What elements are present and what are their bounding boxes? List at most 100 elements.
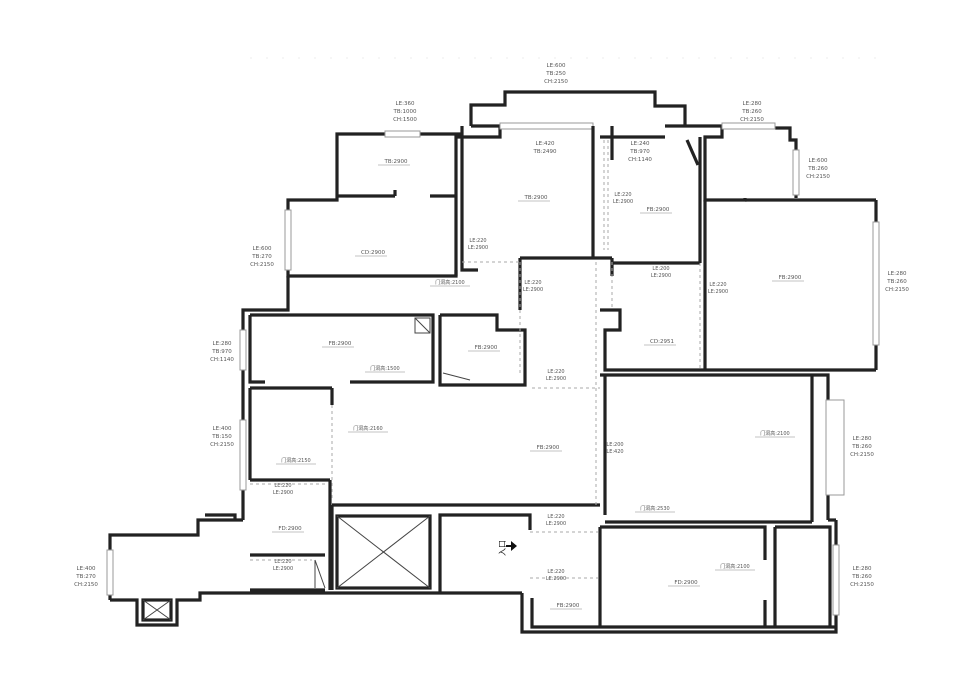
window-spec-text: TB:260 — [851, 574, 872, 580]
door-spec-text: LE:220 — [547, 514, 564, 520]
door-height-text: 门洞高:2150 — [281, 457, 310, 464]
room-height-text: FD:2900 — [278, 526, 302, 532]
entrance-arrow-icon — [511, 541, 517, 551]
window-spec-text: CH:1500 — [393, 117, 417, 123]
door-spec-text: LE:220 — [469, 238, 486, 244]
room-height-text: CD:2900 — [361, 250, 385, 256]
window-spec-text: LE:420 — [536, 141, 555, 147]
window-spec-text: LE:600 — [547, 63, 566, 69]
room-label: FB:2900 — [322, 341, 354, 348]
door-spec-text: LE:2900 — [468, 245, 488, 251]
window-spec-text: CH:2150 — [740, 117, 764, 123]
door-spec-text: LE:220 — [274, 483, 291, 489]
window-spec-text: LE:400 — [213, 426, 232, 432]
room-height-text: FB:2900 — [779, 275, 802, 281]
room-height-text: FB:2900 — [329, 341, 352, 347]
room-label: FD:2900 — [668, 580, 700, 587]
door-spec-text: LE:2900 — [546, 521, 566, 527]
room-labels: TB:2900TB:2900FB:2900CD:2900FB:2900FB:29… — [272, 159, 804, 610]
door-openings — [250, 140, 701, 579]
window-spec-text: CH:2150 — [210, 442, 234, 448]
window-spec-text: LE:360 — [396, 101, 415, 107]
room-height-text: FB:2900 — [475, 345, 498, 351]
window-spec-text: CH:1140 — [628, 157, 652, 163]
room-height-text: FB:2900 — [557, 603, 580, 609]
exterior-walls — [108, 90, 878, 634]
room-label: FB:2900 — [772, 275, 804, 282]
room-label: TB:2900 — [378, 159, 410, 166]
window-spec-text: TB:970 — [629, 149, 650, 155]
window-spec-text: LE:600 — [253, 246, 272, 252]
window-spec-text: LE:240 — [631, 141, 650, 147]
window-spec-text: CH:2150 — [806, 174, 830, 180]
window-spec-text: TB:150 — [211, 434, 232, 440]
room-height-text: CD:2951 — [650, 339, 674, 345]
door-spec-text: LE:2900 — [546, 376, 566, 382]
door-height-text: 门洞高:2100 — [435, 279, 464, 286]
window-spec-text: TB:2490 — [533, 149, 557, 155]
window-spec-text: LE:600 — [809, 158, 828, 164]
window-spec-text: TB:270 — [75, 574, 96, 580]
room-label: CD:2900 — [355, 250, 387, 257]
window-spec-text: CH:2150 — [74, 582, 98, 588]
door-spec-text: LE:220 — [524, 280, 541, 286]
room-label: TB:2900 — [518, 195, 550, 202]
entrance-marker: 入口 — [498, 540, 517, 556]
window-spec-text: TB:1000 — [393, 109, 417, 115]
window-spec-text: CH:2150 — [850, 582, 874, 588]
window-spec-text: TB:270 — [251, 254, 272, 260]
door-spec-text: LE:2900 — [546, 576, 566, 582]
door-spec-text: LE:2900 — [273, 566, 293, 572]
door-spec-text: LE:220 — [547, 369, 564, 375]
window-spec-text: LE:280 — [853, 436, 872, 442]
window-spec-text: CH:2150 — [250, 262, 274, 268]
door-height-text: 门洞高:2160 — [353, 425, 382, 432]
room-height-text: TB:2900 — [524, 195, 548, 201]
window-spec-text: CH:1140 — [210, 357, 234, 363]
window-spec-text: LE:400 — [77, 566, 96, 572]
door-label: 门洞高:2160 — [348, 425, 388, 433]
room-label: FB:2900 — [550, 603, 582, 610]
room-label: CD:2951 — [644, 339, 676, 346]
window-labels: LE:600TB:250CH:2150LE:360TB:1000CH:1500L… — [74, 63, 909, 588]
door-spec-text: LE:420 — [606, 449, 623, 455]
door-labels: LE:220LE:2900门洞高:2100LE:220LE:2900LE:200… — [273, 192, 795, 582]
room-label: FB:2900 — [468, 345, 500, 352]
door-spec-text: LE:220 — [274, 559, 291, 565]
door-spec-text: LE:220 — [547, 569, 564, 575]
room-height-text: FB:2900 — [537, 445, 560, 451]
door-label: 门洞高:1500 — [365, 365, 405, 373]
room-label: FB:2900 — [530, 445, 562, 452]
room-label: FB:2900 — [640, 207, 672, 214]
windows — [106, 122, 880, 616]
window-spec-text: CH:2150 — [850, 452, 874, 458]
room-height-text: FD:2900 — [674, 580, 698, 586]
window-spec-text: TB:260 — [886, 279, 907, 285]
door-spec-text: LE:2900 — [708, 289, 728, 295]
door-label: 门洞高:2530 — [635, 505, 675, 513]
room-height-text: TB:2900 — [384, 159, 408, 165]
